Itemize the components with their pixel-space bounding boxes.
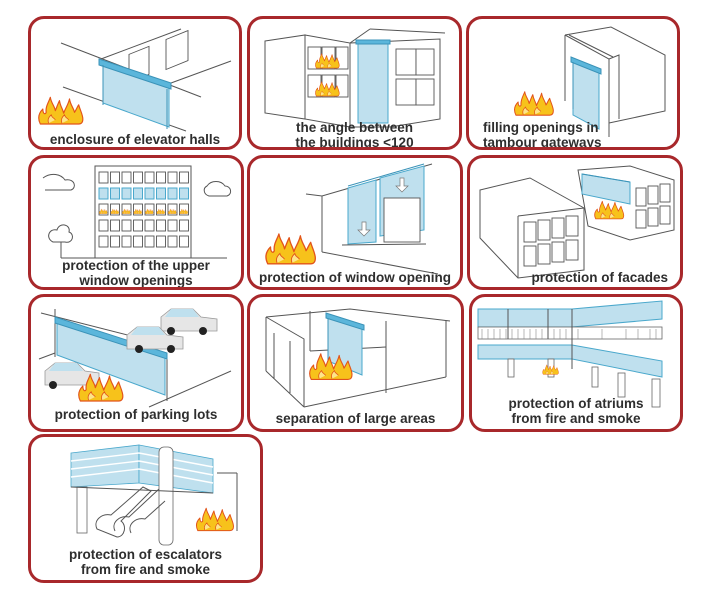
elevator-hall-curtain-illustration [38,28,232,132]
building-window [144,171,155,184]
card-caption: protection of parking lots [54,407,218,422]
building-window [167,187,178,200]
building-window [179,235,189,248]
building-window [167,171,178,184]
card-atriums: protection of atriums from fire and smok… [469,294,683,432]
multi-storey-building-illustration [42,165,232,259]
parking-lot-curtain-illustration [38,308,232,408]
building-window [167,235,178,248]
building-window [179,171,189,184]
card-caption: protection of escalators from fire and s… [68,547,223,577]
building-window [110,187,120,200]
atrium-curtain-illustration [477,300,663,408]
building-window [156,235,166,248]
escalator-curtain-illustration [70,444,238,546]
card-elevator-halls: enclosure of elevator halls [28,16,242,150]
car-icon [160,308,218,335]
card-facades: protection of facades [467,155,683,290]
card-caption: filling openings in tambour gateways [483,120,602,150]
building-window [156,187,166,200]
building-window [144,203,155,216]
building-window [144,187,155,200]
flame-icon [195,507,235,532]
building-window [179,187,189,200]
building-window [133,235,143,248]
card-parking-lots: protection of parking lots [28,294,244,432]
building-window [98,203,109,216]
card-tambour-gateways: filling openings in tambour gateways [466,16,680,150]
building-window [133,187,143,200]
card-caption: protection of window opening [259,270,451,285]
building-window [121,235,132,248]
building-window [98,219,109,232]
flame-icon [265,233,317,265]
building-window [156,171,166,184]
building-window [144,219,155,232]
building-window [179,219,189,232]
building-window [121,219,132,232]
flame-icon [38,96,84,125]
car-icon [44,362,100,389]
card-upper-window-openings: protection of the upper window openings [28,155,244,290]
building-window [121,187,132,200]
card-caption: separation of large areas [275,411,436,426]
card-caption: protection of facades [531,270,668,285]
building-window [144,235,155,248]
building-window [167,203,178,216]
car-icon [126,326,184,353]
building-angle-curtain-illustration [264,28,446,128]
building-window [121,203,132,216]
flame-icon [513,91,554,116]
building-window [133,171,143,184]
card-caption: the angle between the buildings <120 [295,120,414,150]
building-window [98,187,109,200]
card-caption: protection of the upper window openings [62,258,210,288]
window-roller-curtain-illustration [265,163,439,275]
card-large-areas: separation of large areas [247,294,464,432]
building-window [167,219,178,232]
card-caption: protection of atriums from fire and smok… [508,396,644,426]
building-window [156,219,166,232]
building-window [133,219,143,232]
building-window [110,235,120,248]
building-window [98,235,109,248]
building-window [110,219,120,232]
building-window [156,203,166,216]
large-area-separation-illustration [265,308,451,408]
building-window [179,203,189,216]
card-window-opening: protection of window opening [247,155,463,290]
building-window [121,171,132,184]
tambour-gateway-curtain-illustration [513,26,666,137]
card-caption: enclosure of elevator halls [49,132,221,147]
building-window [110,203,120,216]
building-window [133,203,143,216]
building-window [110,171,120,184]
building-window [98,171,109,184]
card-building-angle: the angle between the buildings <120 [247,16,462,150]
card-escalators: protection of escalators from fire and s… [28,434,263,583]
facade-protection-illustration [479,165,675,279]
